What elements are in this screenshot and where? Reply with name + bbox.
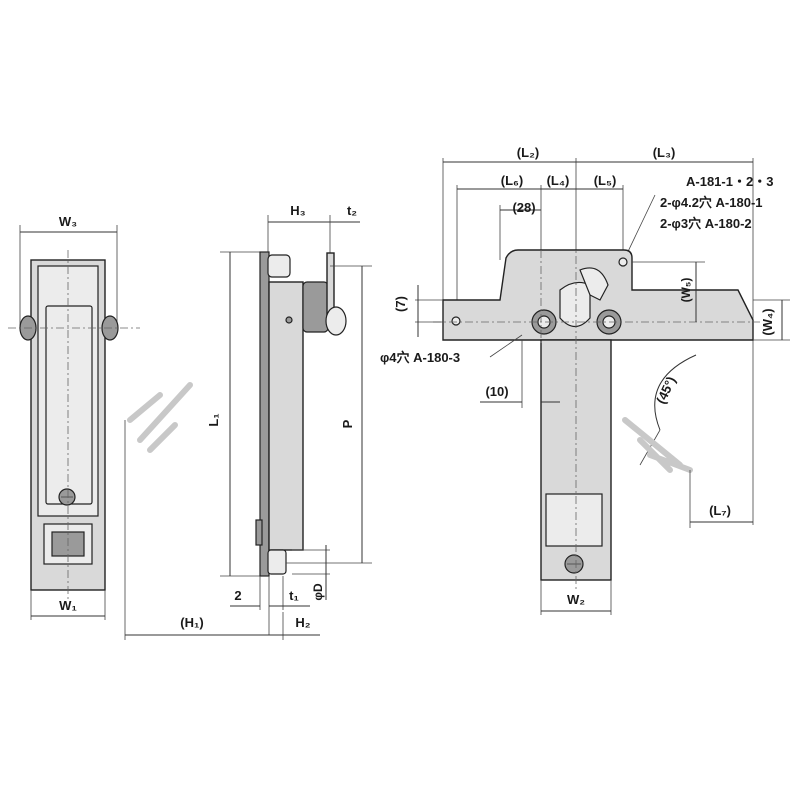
front-handle [45, 305, 93, 505]
h2-label: H₂ [295, 615, 310, 630]
phid-label: φD [311, 583, 325, 601]
ghost-stroke-2 [147, 422, 178, 453]
rear-hole-top [618, 257, 628, 267]
angle45-label: (45°) [653, 374, 679, 406]
w5-label: (W₅) [679, 278, 693, 303]
l5-label: (L₅) [594, 173, 617, 188]
dim2-label: 2 [234, 588, 241, 603]
ghost-stroke-1 [127, 382, 193, 443]
note-a181: A-181-1・2・3 [686, 174, 773, 189]
note-hole42: 2-φ4.2穴 A-180-1 [660, 195, 763, 210]
side-bottom-nut [267, 549, 287, 575]
rear-ghost-sweep [622, 417, 693, 473]
side-view: H₃ t₂ L₁ P 2 t₁ φD [124, 203, 372, 640]
side-top-nut [267, 254, 291, 278]
t2-label: t₂ [347, 203, 357, 218]
l6-label: (L₆) [501, 173, 524, 188]
angle45-arc [654, 354, 697, 431]
h1-label: (H₁) [180, 615, 203, 630]
w3-label: W₃ [59, 214, 77, 229]
l2-label: (L₂) [517, 145, 539, 160]
w1-label: W₁ [59, 598, 77, 613]
rear-latch-cam [559, 281, 591, 328]
h3-label: H₃ [290, 203, 305, 218]
front-view: W₃ W₁ [8, 214, 140, 620]
l3-label: (L₃) [653, 145, 676, 160]
side-bottom-tab [255, 519, 263, 546]
rear-view: (L₂) (L₃) (L₆) (L₄) (L₅) (28) A-181-1・2・… [380, 145, 790, 615]
dim7-label: (7) [393, 296, 408, 312]
rear-hole-left [451, 316, 461, 326]
p-label: P [340, 419, 355, 428]
rear-latch-hook [579, 267, 609, 301]
t1-label: t₁ [289, 588, 299, 603]
side-cam-body [302, 281, 329, 333]
side-body [268, 281, 304, 551]
hole4-leader [489, 334, 523, 358]
side-cam-roller [325, 306, 347, 336]
w2-label: W₂ [567, 592, 585, 607]
note-hole3: 2-φ3穴 A-180-2 [660, 216, 752, 231]
l7-label: (L₇) [709, 503, 731, 518]
hole4-note: φ4穴 A-180-3 [380, 350, 460, 365]
dim10-label: (10) [485, 384, 508, 399]
rear-key-window [545, 493, 603, 547]
l1-label: L₁ [206, 413, 221, 426]
l4-label: (L₄) [547, 173, 570, 188]
side-pin [285, 316, 293, 324]
rotation-path-ghost [127, 382, 193, 453]
w4-label: (W₄) [760, 308, 775, 335]
dim28-label: (28) [512, 200, 535, 215]
